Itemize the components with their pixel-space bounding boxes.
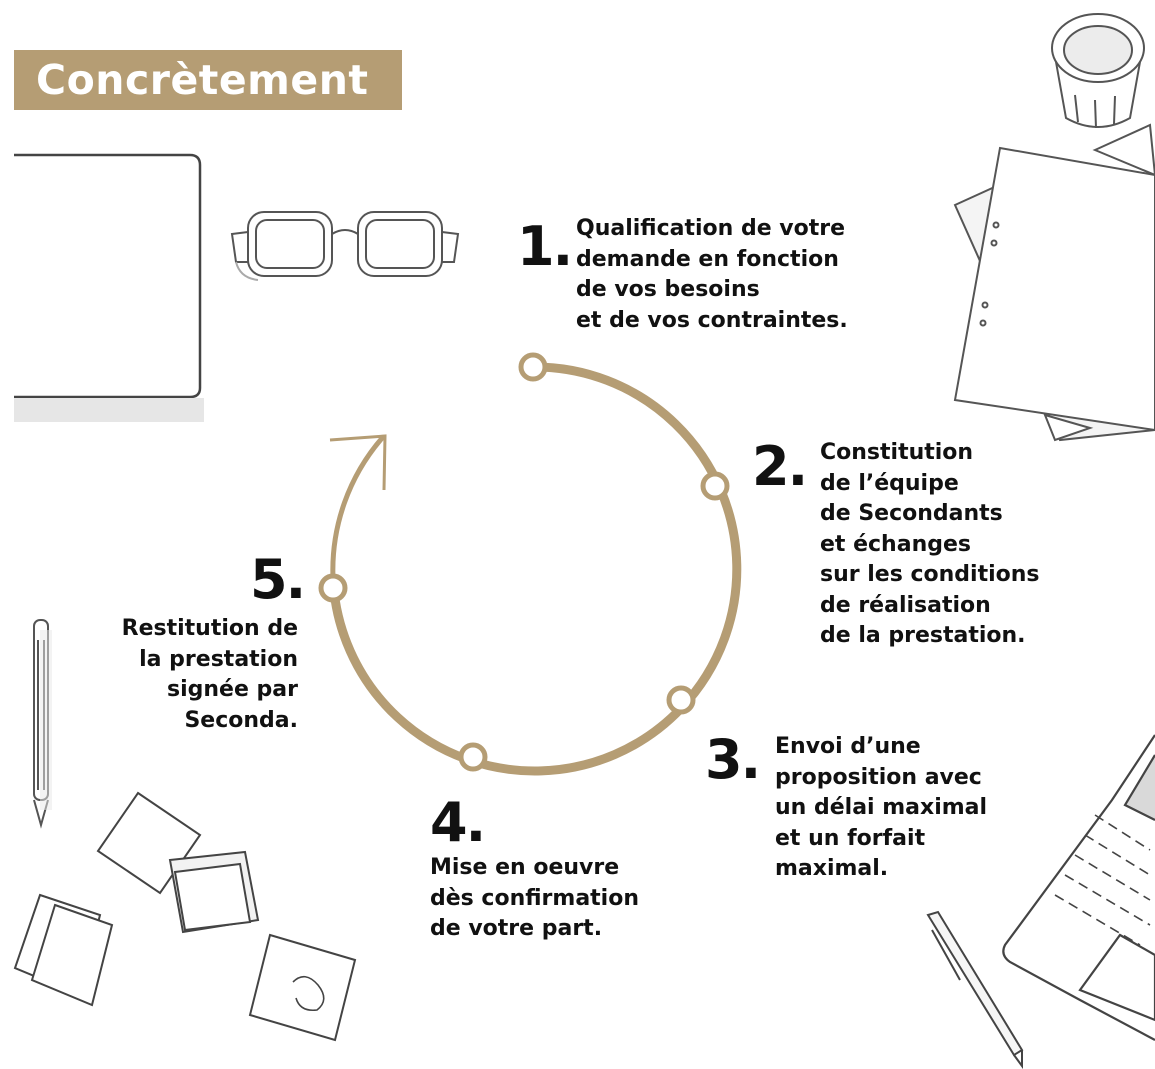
papers-sketch (953, 123, 1155, 442)
step-5-line: signée par (167, 677, 298, 702)
cycle-arrow-shaft (330, 435, 385, 579)
step-2-line: de réalisation (820, 592, 991, 618)
step-5-line: Restitution de (121, 616, 298, 641)
step-2-line: de l’équipe (820, 470, 959, 496)
step-2-line: de Secondants (820, 501, 1003, 526)
step-3-line: Envoi d’une (775, 734, 921, 759)
pen-sketch (926, 910, 1024, 1069)
step-1-number: 1. (517, 215, 573, 278)
cycle-arrowhead-icon (329, 434, 387, 491)
step-2-node (700, 471, 730, 501)
page-title: Concrètement (36, 56, 369, 104)
step-1-node (518, 352, 548, 382)
step-4-line: de votre part. (430, 916, 603, 941)
step-2-number: 2. (752, 435, 808, 498)
step-4-line: dès confirmation (430, 885, 639, 911)
step-4-number: 4. (430, 791, 486, 854)
step-3-text: Envoi d’une proposition avec un délai ma… (775, 732, 987, 885)
sticky-notes-sketch (13, 791, 357, 1042)
step-2-line: sur les conditions (820, 562, 1040, 587)
step-4-text: Mise en oeuvre dès confirmation de votre… (430, 853, 639, 945)
step-5-text: Restitution de la prestation signée par … (122, 614, 298, 736)
step-2-line: de la prestation. (820, 623, 1026, 648)
step-5-line: Seconda. (184, 707, 298, 733)
glasses-sketch (230, 211, 460, 281)
step-3-line: et un forfait (775, 825, 926, 851)
step-2-line: Constitution (820, 440, 974, 465)
step-4-line: Mise en oeuvre (430, 855, 620, 880)
step-3-line: maximal. (775, 856, 889, 881)
step-3-number: 3. (705, 728, 761, 791)
step-1-line: et de vos contraintes. (576, 307, 848, 333)
step-1-line: de vos besoins (576, 277, 760, 302)
step-5-node (318, 573, 348, 603)
step-2-line: et échanges (820, 531, 971, 557)
step-2-text: Constitution de l’équipe de Secondants e… (820, 438, 1040, 652)
step-3-line: un délai maximal (775, 795, 988, 820)
laptop-sketch (1002, 734, 1155, 1041)
step-5-line: la prestation (139, 646, 298, 672)
glass-cup-sketch (1051, 13, 1145, 129)
title-banner (14, 50, 402, 110)
step-1-text: Qualification de votre demande en foncti… (576, 214, 848, 336)
step-3-line: proposition avec (775, 764, 982, 790)
tablet-sketch (14, 153, 204, 422)
step-1-line: Qualification de votre (576, 216, 846, 241)
step-4-node (458, 742, 488, 772)
step-3-node (666, 685, 696, 715)
step-5-number: 5. (250, 548, 306, 611)
step-1-line: demande en fonction (576, 246, 839, 272)
pencil-sketch (33, 619, 52, 829)
